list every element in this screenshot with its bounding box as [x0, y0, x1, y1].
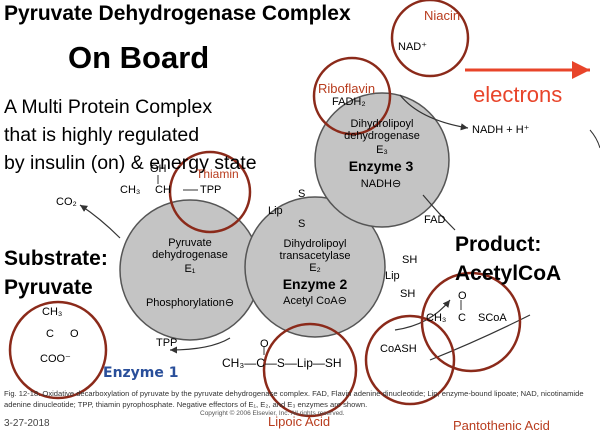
pyruvate-circle [8, 300, 108, 400]
slide-date: 3-27-2018 [4, 418, 50, 429]
co2-arrow [79, 204, 121, 239]
enzyme-2-sphere [244, 196, 386, 338]
enzyme-2-subscript: E₂ [309, 262, 321, 274]
copyright-line: Copyright © 2006 Elsevier, Inc. All righ… [200, 410, 345, 417]
acetyl-o: O [260, 338, 269, 350]
pyruvate-coo: COO⁻ [40, 353, 71, 365]
nadh-label: NADH + H⁺ [472, 124, 530, 136]
riboflavin-label: Riboflavin [318, 81, 376, 96]
product-o: O [458, 290, 467, 302]
substrate-label: Substrate: [4, 247, 108, 270]
enzyme-3-name: Dihydrolipoyl dehydrogenase [344, 118, 420, 142]
pantothenic-circle [364, 314, 456, 406]
tpp-label: TPP [200, 184, 222, 196]
riboflavin-circle [312, 56, 392, 136]
product-c: C [458, 312, 466, 324]
acetylcoa-circle [420, 271, 522, 373]
co2-label: CO₂ [56, 196, 77, 208]
slide-subtitle: On Board [68, 40, 210, 75]
fadh2-label: FADH₂ [332, 96, 366, 108]
pyruvate-c: C [46, 328, 54, 340]
thiamin-label: Thiamin [196, 167, 239, 181]
pyruvate-o: O [70, 328, 79, 340]
electrons-label: electrons [473, 82, 563, 107]
fad-label: FAD [424, 214, 446, 226]
right-edge-curve [589, 129, 600, 149]
tpp-bottom-label: TPP [156, 337, 178, 349]
thiamin-circle [168, 150, 252, 234]
niacin-circle [390, 0, 470, 78]
enzyme-2-tag: Enzyme 2 [282, 276, 348, 292]
oh-label: OH [150, 163, 167, 175]
coash-label: CoASH [380, 343, 417, 355]
enzyme-1-name: Pyruvate dehydrogenase [152, 237, 228, 261]
nadh-arrow [399, 94, 469, 131]
fad-arrow [422, 194, 456, 231]
acetyl-lipoamide: CH₃—C—S—Lip—SH [222, 356, 342, 370]
ch-label: CH [155, 184, 171, 196]
figure-caption: Fig. 12-18. Oxidative decarboxylation of… [4, 389, 584, 409]
s-top-label: S [298, 188, 306, 200]
description-line-2: that is highly regulated [4, 124, 200, 146]
enzyme-1-subscript: E₁ [184, 263, 196, 275]
tpp-return-arrow [169, 337, 231, 354]
product-ch3: CH₃ [426, 312, 447, 324]
enzyme-1-tag: Enzyme 1 [103, 365, 179, 381]
enzyme-3-regulation: NADH⊖ [360, 178, 402, 190]
enzyme-2-name: Dihydrolipoyl transacetylase [279, 238, 351, 262]
nad-label: NAD⁺ [398, 41, 428, 53]
lip-right-label: Lip [385, 270, 400, 282]
enzyme-3-sphere [314, 92, 450, 228]
enzyme-1-regulation: Phosphorylation⊖ [145, 297, 235, 309]
description-line-1: A Multi Protein Complex [4, 96, 213, 118]
substrate-name: Pyruvate [4, 276, 93, 299]
pantothenic-acid-label: Pantothenic Acid [453, 418, 550, 433]
product-scoa: SCoA [478, 312, 507, 324]
product-label: Product: [455, 233, 542, 256]
lip-label: Lip [268, 205, 283, 217]
slide-title: Pyruvate Dehydrogenase Complex [4, 2, 351, 25]
ch3-label: CH₃ [120, 184, 141, 196]
enzyme-2-regulation: Acetyl CoA⊖ [283, 295, 347, 307]
pyruvate-ch3: CH₃ [42, 306, 63, 318]
enzyme-3-subscript: E₃ [376, 144, 388, 156]
sh-bottom-label: SH [400, 288, 416, 300]
product-name: AcetylCoA [455, 262, 562, 285]
sh-top-label: SH [402, 254, 418, 266]
enzyme-3-tag: Enzyme 3 [348, 158, 414, 174]
description-line-3: by insulin (on) & energy state [4, 152, 257, 174]
lipoic-circle [262, 322, 358, 418]
s-bottom-label: S [298, 218, 306, 230]
lipoic-acid-label: Lipoic Acid [268, 414, 331, 429]
niacin-label: Niacin [424, 8, 461, 23]
